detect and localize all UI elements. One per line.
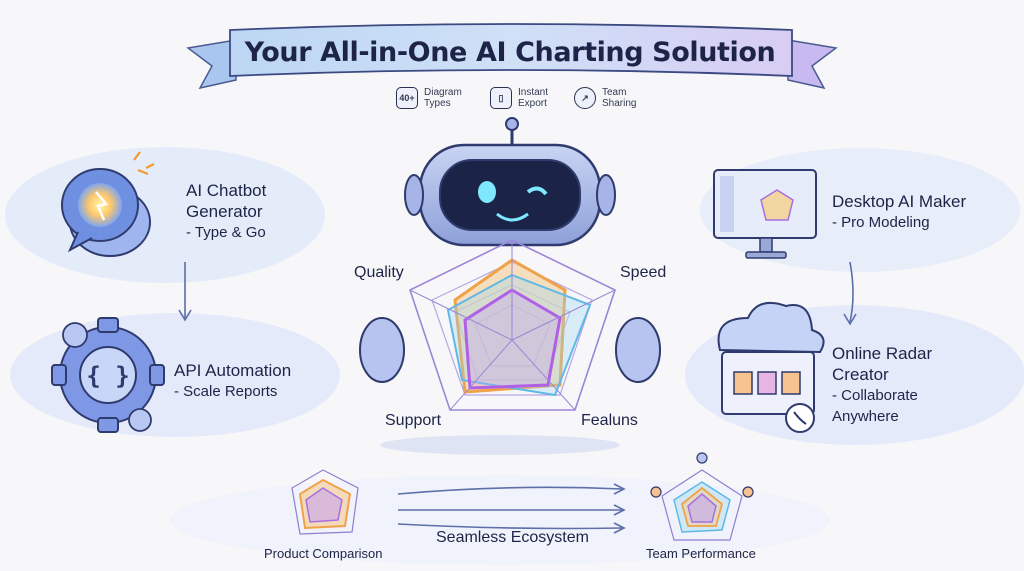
feature-subtitle: - Type & Go: [186, 224, 266, 241]
feature-subtitle: - Scale Reports: [174, 383, 278, 400]
svg-text:{ }: { }: [86, 362, 129, 390]
banner-ribbon: [186, 23, 838, 90]
chip-label-line1: Instant: [518, 87, 549, 98]
gear-illustration: { }: [51, 317, 165, 433]
axis-label-support: Support: [385, 412, 442, 429]
count-badge-icon: 40+: [396, 87, 418, 109]
feature-api-automation: API Automation - Scale Reports: [174, 360, 291, 402]
feature-title-2: Generator: [186, 202, 263, 221]
feature-title-2: Creator: [832, 365, 889, 384]
feature-subtitle: - Collaborate: [832, 387, 918, 404]
feature-chatbot: AI Chatbot Generator - Type & Go: [186, 180, 266, 243]
seamless-ecosystem-label: Seamless Ecosystem: [436, 529, 589, 546]
robot-illustration: [359, 117, 661, 383]
feature-online-radar: Online Radar Creator - Collaborate Anywh…: [832, 343, 932, 427]
axis-label-quality: Quality: [354, 264, 404, 281]
flow-arrows: [397, 483, 626, 534]
chip-label-line2: Sharing: [602, 98, 637, 109]
feature-subtitle-2: Anywhere: [832, 408, 899, 425]
feature-desktop-maker: Desktop AI Maker - Pro Modeling: [832, 191, 966, 233]
team-performance-radar: [650, 452, 754, 541]
product-comparison-radar: [291, 469, 359, 535]
radar-chart: [409, 239, 616, 411]
product-comparison-label: Product Comparison: [264, 546, 383, 561]
page-title: Your All-in-One AI Charting Solution: [244, 36, 776, 68]
chatbot-illustration: [61, 151, 155, 257]
chip-label-line2: Export: [518, 98, 547, 109]
export-icon: ▯: [490, 87, 512, 109]
feature-title: AI Chatbot: [186, 181, 267, 200]
team-performance-label: Team Performance: [646, 546, 756, 561]
feature-subtitle: - Pro Modeling: [832, 214, 930, 231]
feature-title: Online Radar: [832, 344, 933, 363]
axis-label-features: Fealuns: [581, 412, 638, 429]
axis-label-speed: Speed: [620, 264, 667, 281]
desktop-illustration: [713, 169, 817, 259]
share-icon: ↗: [574, 87, 596, 109]
cloud-illustration: [717, 302, 825, 433]
chip-label-line2: Types: [424, 98, 451, 109]
feature-title: Desktop AI Maker: [832, 192, 967, 211]
chip-label-line1: Team: [602, 87, 627, 98]
feature-title: API Automation: [174, 361, 292, 380]
chip-label-line1: Diagram: [424, 87, 462, 98]
